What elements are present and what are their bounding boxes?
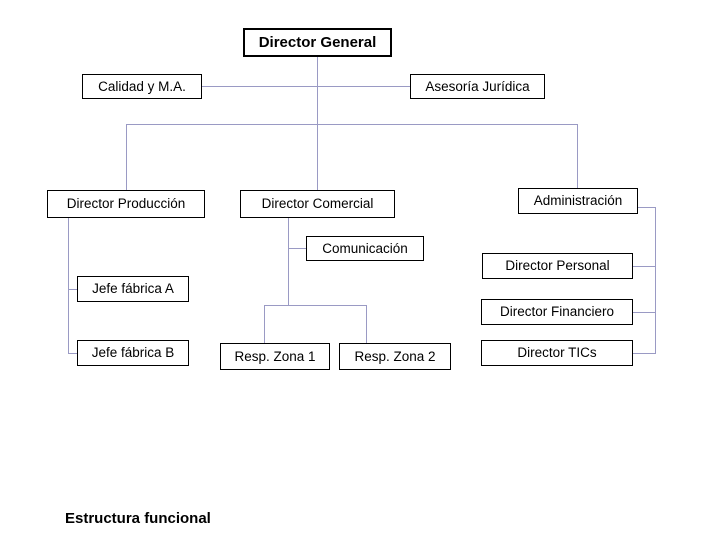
node-director-comercial[interactable]: Director Comercial [240, 190, 395, 218]
connector-drop-administracion [577, 124, 578, 188]
connector-drop-zona2 [366, 305, 367, 343]
node-jefe-fabrica-b[interactable]: Jefe fábrica B [77, 340, 189, 366]
node-director-personal[interactable]: Director Personal [482, 253, 633, 279]
connector-administracion-spine [655, 207, 656, 354]
node-administracion[interactable]: Administración [518, 188, 638, 214]
connector-zonas-bus [264, 305, 367, 306]
node-comunicacion[interactable]: Comunicación [306, 236, 424, 261]
connector-level2-bus [126, 124, 578, 125]
connector-stub-director-financiero [633, 312, 656, 313]
connector-comercial-spine [288, 218, 289, 306]
node-asesoria-juridica[interactable]: Asesoría Jurídica [410, 74, 545, 99]
node-calidad-ma[interactable]: Calidad y M.A. [82, 74, 202, 99]
connector-stub-jefe-b [68, 353, 77, 354]
connector-drop-zona1 [264, 305, 265, 343]
connector-staff-horizontal [202, 86, 410, 87]
diagram-caption: Estructura funcional [65, 510, 211, 527]
connector-stub-director-personal [633, 266, 656, 267]
connector-stub-comunicacion [288, 248, 306, 249]
connector-produccion-spine [68, 218, 69, 353]
connector-drop-comercial [317, 124, 318, 190]
node-director-general[interactable]: Director General [243, 28, 392, 57]
node-director-financiero[interactable]: Director Financiero [481, 299, 633, 325]
node-jefe-fabrica-a[interactable]: Jefe fábrica A [77, 276, 189, 302]
node-director-produccion[interactable]: Director Producción [47, 190, 205, 218]
connector-administracion-exit [638, 207, 656, 208]
node-resp-zona-2[interactable]: Resp. Zona 2 [339, 343, 451, 370]
node-resp-zona-1[interactable]: Resp. Zona 1 [220, 343, 330, 370]
connector-stub-jefe-a [68, 289, 77, 290]
connector-stub-director-tics [633, 353, 656, 354]
connector-drop-produccion [126, 124, 127, 190]
connector-root-spine [317, 56, 318, 124]
node-director-tics[interactable]: Director TICs [481, 340, 633, 366]
